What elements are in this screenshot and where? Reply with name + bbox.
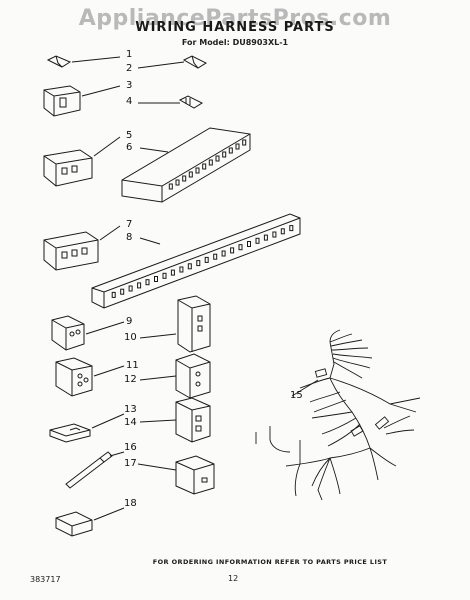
strip-cavity	[170, 269, 175, 276]
strip-cavity	[213, 253, 218, 260]
strip-cavity	[179, 266, 184, 273]
strip-cavity	[154, 276, 158, 282]
part-number-label: 13	[124, 404, 137, 415]
strip-cavity	[137, 282, 142, 289]
part-number-label: 6	[126, 142, 133, 153]
strip-cavity	[175, 179, 180, 186]
part-16-wire-tie	[65, 451, 125, 489]
part-13-clip	[49, 413, 125, 443]
strip-cavity	[247, 241, 251, 247]
part-14-connector	[139, 397, 211, 443]
part-number-label: 18	[124, 498, 137, 509]
strip-cavity	[208, 159, 213, 166]
strip-cavity	[242, 139, 247, 146]
part-1-terminal	[46, 55, 121, 68]
strip-cavity	[228, 147, 233, 154]
watermark: AppliancePartsPros.com	[78, 6, 392, 31]
part-number-label: 11	[126, 360, 139, 371]
part-number-label: 1	[126, 49, 133, 60]
part-number-label: 4	[126, 96, 133, 107]
part-number-label: 17	[124, 458, 137, 469]
part-3-connector	[43, 85, 121, 117]
part-number-label: 8	[126, 232, 133, 243]
part-10-connector	[139, 295, 211, 353]
part-5-connector	[43, 136, 121, 187]
part-number-label: 2	[126, 63, 133, 74]
part-number-label: 5	[126, 130, 133, 141]
part-number-label: 7	[126, 219, 133, 230]
document-number: 383717	[30, 575, 61, 584]
part-9-connector	[51, 315, 125, 351]
strip-cavity	[222, 151, 227, 158]
page-title: WIRING HARNESS PARTS	[135, 20, 335, 35]
strip-cavity	[168, 183, 173, 190]
strip-cavity	[182, 175, 187, 182]
strip-cavity	[235, 143, 240, 150]
strip-cavity	[111, 291, 116, 298]
strip-cavity	[145, 279, 150, 286]
strip-cavity	[196, 260, 201, 267]
strip-cavity	[255, 237, 260, 244]
part-number-label: 10	[124, 332, 137, 343]
strip-cavity	[128, 285, 133, 292]
part-number-label: 14	[124, 417, 137, 428]
part-4-terminal	[138, 95, 204, 109]
part-17-connector	[137, 455, 215, 495]
strip-cavity	[263, 234, 268, 241]
strip-cavity	[238, 244, 243, 251]
strip-cavity	[120, 288, 125, 295]
part-18-block	[55, 507, 125, 537]
strip-cavity	[221, 250, 226, 257]
strip-cavity	[280, 228, 285, 235]
part-12-connector	[139, 353, 211, 399]
page-number: 12	[228, 574, 239, 583]
strip-cavity	[272, 231, 277, 238]
part-11-connector	[55, 357, 125, 397]
part-8-connector-strip	[91, 213, 301, 309]
model-line: For Model: DU8903XL-1	[181, 38, 289, 47]
part-number-label: 16	[124, 442, 137, 453]
part-number-label: 9	[126, 316, 133, 327]
part-number-label: 3	[126, 80, 133, 91]
strip-cavity	[195, 167, 200, 174]
strip-cavity	[230, 247, 235, 254]
part-15-wiring-harness	[255, 329, 421, 501]
ordering-info-footer: FOR ORDERING INFORMATION REFER TO PARTS …	[152, 558, 388, 566]
strip-cavity	[202, 163, 207, 170]
strip-cavity	[204, 256, 209, 263]
strip-cavity	[289, 225, 294, 232]
strip-cavity	[187, 263, 192, 270]
strip-cavity	[188, 171, 193, 178]
part-number-label: 12	[124, 374, 137, 385]
part-2-terminal	[137, 55, 208, 69]
strip-cavity	[215, 155, 220, 162]
part-7-connector	[43, 225, 121, 271]
part-number-label: 15	[290, 390, 303, 401]
strip-cavity	[162, 272, 167, 279]
part-6-connector-strip	[121, 127, 251, 203]
